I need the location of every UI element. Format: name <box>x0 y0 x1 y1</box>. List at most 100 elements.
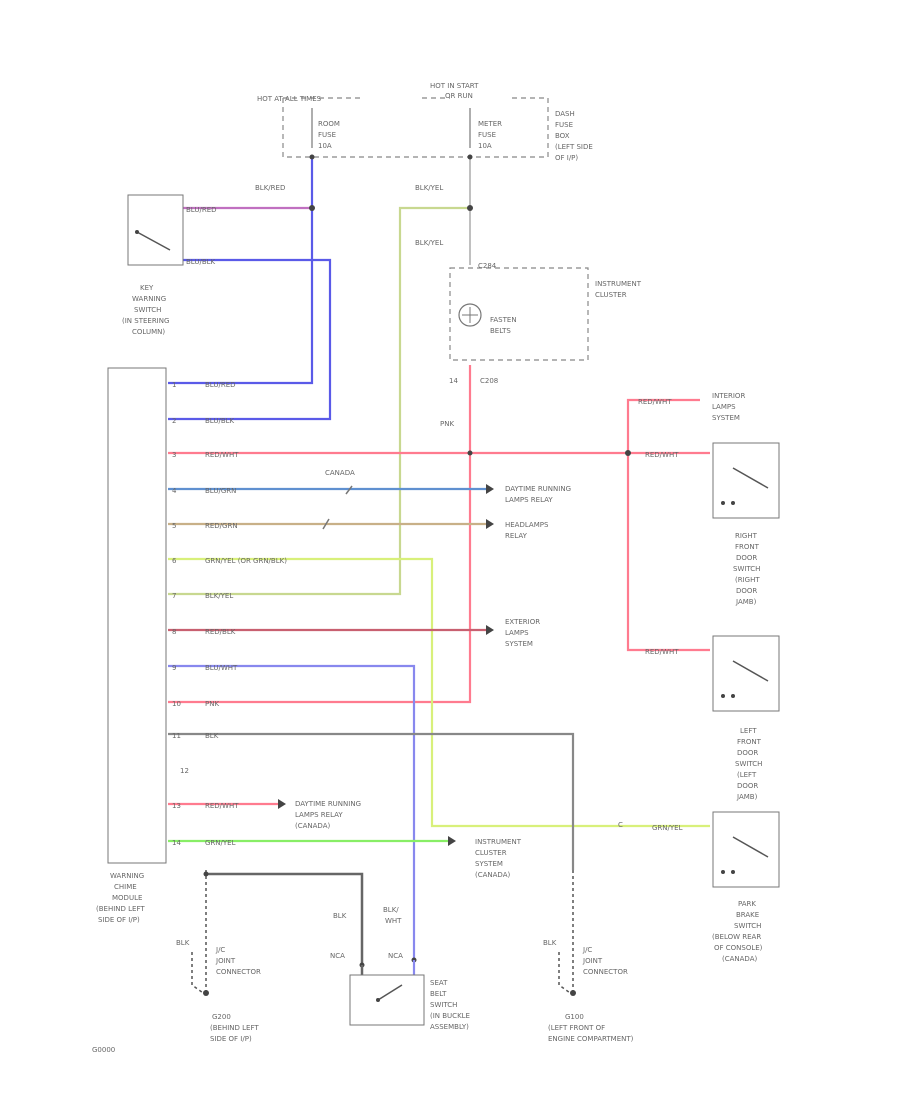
hot-in-start-label: HOT IN START <box>430 82 479 90</box>
wire-key-switch-blu-blk <box>168 258 332 421</box>
right-door-label-7: JAMB) <box>735 598 757 606</box>
pin-13-number: 13 <box>172 802 181 810</box>
pin-3-wire: RED/WHT <box>205 451 239 459</box>
pin-14-number: 14 <box>172 839 181 847</box>
warning-chime-module: 1 BLU/RED 2 BLU/BLK 3 RED/WHT 4 BLU/GRN … <box>96 367 287 924</box>
pin-7-number: 7 <box>172 592 176 600</box>
blk-wht-label-1: BLK/ <box>383 906 399 914</box>
jc-left-label-3: CONNECTOR <box>216 968 261 976</box>
key-switch-label-5: COLUMN) <box>132 328 165 336</box>
left-door-label-5: (LEFT <box>737 771 757 779</box>
room-fuse-label-2: FUSE <box>318 131 336 139</box>
pin-10-number: 10 <box>172 700 181 708</box>
nca-label-1: NCA <box>330 952 345 960</box>
arrow-exterior-lamps <box>486 625 494 635</box>
pin-9-number: 9 <box>172 664 176 672</box>
park-brake-switch-terminal-2 <box>731 870 735 874</box>
exterior-lamps-label-2: LAMPS <box>505 629 529 637</box>
key-switch-wire-2: BLU/BLK <box>186 258 216 266</box>
wire-red-wht-interior <box>626 398 700 453</box>
arrow-drl-canada <box>278 799 286 809</box>
blk-red-label: BLK/RED <box>255 184 285 192</box>
jc-right-label-1: J/C <box>582 946 592 954</box>
wire-pnk <box>168 365 472 704</box>
ground-left-bottom-dot <box>203 990 209 996</box>
pin-5-number: 5 <box>172 522 176 530</box>
ground-right-label-1: G100 <box>565 1013 584 1021</box>
junction-blk-yel <box>467 205 473 211</box>
seat-belt-label-3: SWITCH <box>430 1001 457 1009</box>
blk-label-2: BLK <box>333 912 347 920</box>
left-door-label-6: DOOR <box>737 782 758 790</box>
pin-12-number: 12 <box>180 767 189 775</box>
wire-blk <box>168 732 575 870</box>
right-door-switch-contact <box>732 467 769 489</box>
headlamps-relay-label-2: RELAY <box>505 532 528 540</box>
meter-fuse-label-2: FUSE <box>478 131 496 139</box>
pin-1-wire: BLU/RED <box>205 381 236 389</box>
pin-5-wire: RED/GRN <box>205 522 238 530</box>
pin-8-wire: RED/BLK <box>205 628 236 636</box>
pin-9-wire: BLU/WHT <box>205 664 238 672</box>
dash-fuse-box-label-2: FUSE <box>555 121 573 129</box>
fasten-belts-label-2: BELTS <box>490 327 511 335</box>
left-door-label-1: LEFT <box>740 727 757 735</box>
right-door-switch-terminal-2 <box>731 501 735 505</box>
right-front-door-switch-body <box>712 442 780 519</box>
junction-meter-fuse <box>467 154 473 160</box>
interior-lamps-label-3: SYSTEM <box>712 414 740 422</box>
canada-marker <box>322 485 353 530</box>
seat-belt-switch-body <box>349 974 425 1026</box>
module-label-3: MODULE <box>112 894 142 902</box>
junction-pnk-cross <box>467 450 473 456</box>
pin-4-number: 4 <box>172 487 177 495</box>
module-label-2: CHIME <box>114 883 137 891</box>
left-door-label-3: DOOR <box>737 749 758 757</box>
arrow-drl-relay <box>486 484 494 494</box>
seat-belt-label-4: (IN BUCKLE <box>430 1012 470 1020</box>
exterior-lamps-label-1: EXTERIOR <box>505 618 540 626</box>
left-door-label-4: SWITCH <box>735 760 762 768</box>
dash-fuse-box-label-3: BOX <box>555 132 570 140</box>
pin-11-number: 11 <box>172 732 181 740</box>
fasten-belts-label-1: FASTEN <box>490 316 517 324</box>
red-wht-label-1: RED/WHT <box>638 398 672 406</box>
ground-right-bottom-dot <box>570 990 576 996</box>
pin-14-label: 14 <box>449 377 458 385</box>
pin-7-wire: BLK/YEL <box>205 592 233 600</box>
park-brake-switch-body <box>712 811 780 888</box>
module-label-5: SIDE OF I/P) <box>98 916 140 924</box>
jc-right-label-2: JOINT <box>582 957 603 965</box>
park-brake-label-2: BRAKE <box>736 911 759 919</box>
junction-room-fuse <box>309 154 315 160</box>
or-run-label: OR RUN <box>445 92 473 100</box>
pin-11-wire: BLK <box>205 732 219 740</box>
c208-label: C208 <box>480 377 498 385</box>
instrument-cluster: C284 INSTRUMENT CLUSTER FASTEN BELTS 14 … <box>440 262 642 428</box>
left-door-label-2: FRONT <box>737 738 762 746</box>
nca-label-2: NCA <box>388 952 403 960</box>
key-switch-wire-1: BLU/RED <box>186 206 217 214</box>
left-front-door-switch-body <box>712 635 780 712</box>
wire-blu-wht <box>168 664 416 960</box>
red-wht-label-2: RED/WHT <box>645 451 679 459</box>
module-label-1: WARNING <box>110 872 144 880</box>
instrument-cluster-system-label-1: INSTRUMENT <box>475 838 522 846</box>
wires <box>168 157 710 965</box>
right-door-label-3: DOOR <box>736 554 757 562</box>
park-brake-label-4: (BELOW REAR <box>712 933 761 941</box>
canada-label: CANADA <box>325 469 355 477</box>
fasten-belts-lamp-filament <box>462 307 478 323</box>
right-door-label-1: RIGHT <box>735 532 758 540</box>
fuse-box: HOT AT ALL TIMES HOT IN START OR RUN ROO… <box>257 82 593 162</box>
right-door-label-6: DOOR <box>736 587 757 595</box>
ground-right-branch <box>558 952 574 996</box>
key-switch-pivot <box>135 230 139 234</box>
headlamps-relay-label-1: HEADLAMPS <box>505 521 549 529</box>
blk-yel-label-2: BLK/YEL <box>415 239 443 247</box>
arrows <box>278 484 494 846</box>
left-door-switch-contact <box>732 660 769 682</box>
key-warning-switch: BLU/RED BLU/BLK KEY WARNING SWITCH (IN S… <box>122 194 217 336</box>
key-switch-label-1: KEY <box>140 284 154 292</box>
wire-seat-belt-blk <box>206 872 364 965</box>
